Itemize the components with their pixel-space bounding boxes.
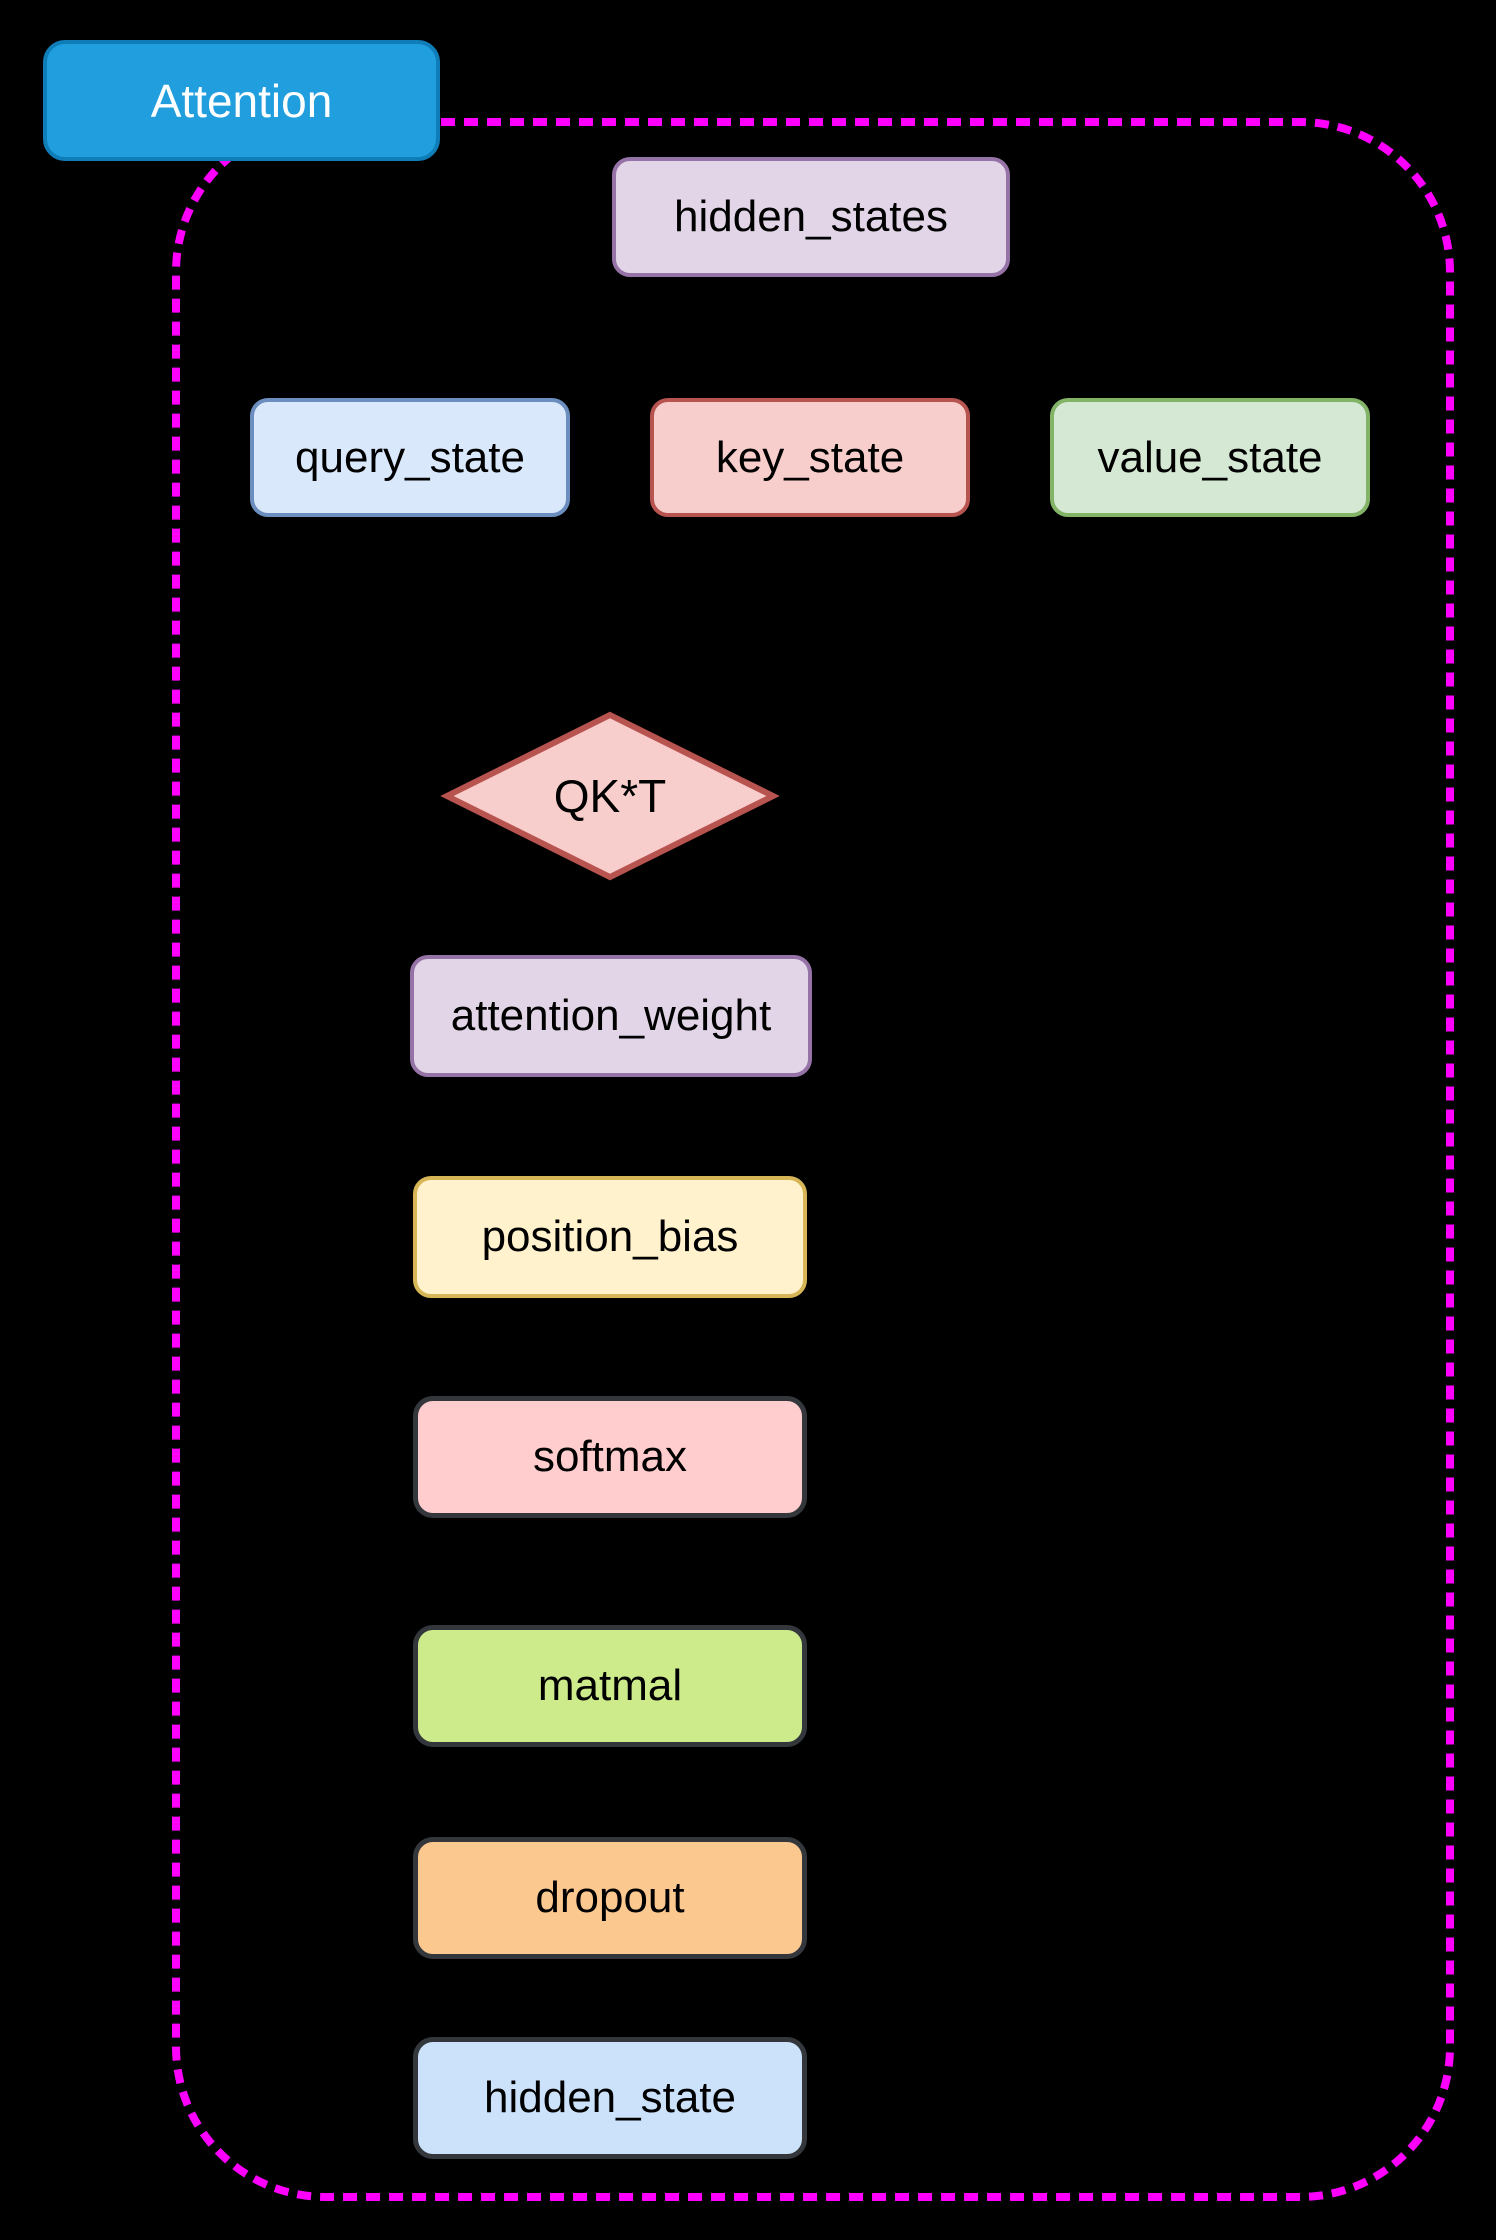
node-label: key_state	[715, 432, 905, 482]
attention-title-label: Attention	[150, 74, 333, 127]
node-dropout: dropout	[413, 1837, 807, 1959]
node-label: QK*T	[553, 770, 667, 822]
node-qkt: QK*T	[447, 715, 773, 877]
node-label: matmal	[537, 1661, 683, 1710]
node-softmax: softmax	[413, 1396, 807, 1518]
node-position-bias: position_bias	[413, 1176, 807, 1298]
node-label: softmax	[532, 1432, 688, 1481]
node-key-state: key_state	[650, 398, 970, 517]
node-label: value_state	[1097, 432, 1323, 482]
node-label: position_bias	[481, 1212, 739, 1261]
node-matmal: matmal	[413, 1625, 807, 1747]
node-label: attention_weight	[450, 991, 772, 1040]
node-attention-weight: attention_weight	[410, 955, 812, 1077]
attention-title-badge: Attention	[43, 40, 440, 161]
node-label: query_state	[295, 432, 525, 482]
node-value-state: value_state	[1050, 398, 1370, 517]
node-query-state: query_state	[250, 398, 570, 517]
node-hidden-state: hidden_state	[413, 2037, 807, 2159]
node-label: hidden_states	[674, 192, 948, 241]
node-hidden-states: hidden_states	[612, 157, 1010, 277]
qkt-diamond-shape	[440, 711, 780, 881]
attention-block-dashed-frame	[172, 118, 1454, 2201]
node-label: hidden_state	[484, 2073, 736, 2122]
node-label: dropout	[535, 1873, 685, 1922]
